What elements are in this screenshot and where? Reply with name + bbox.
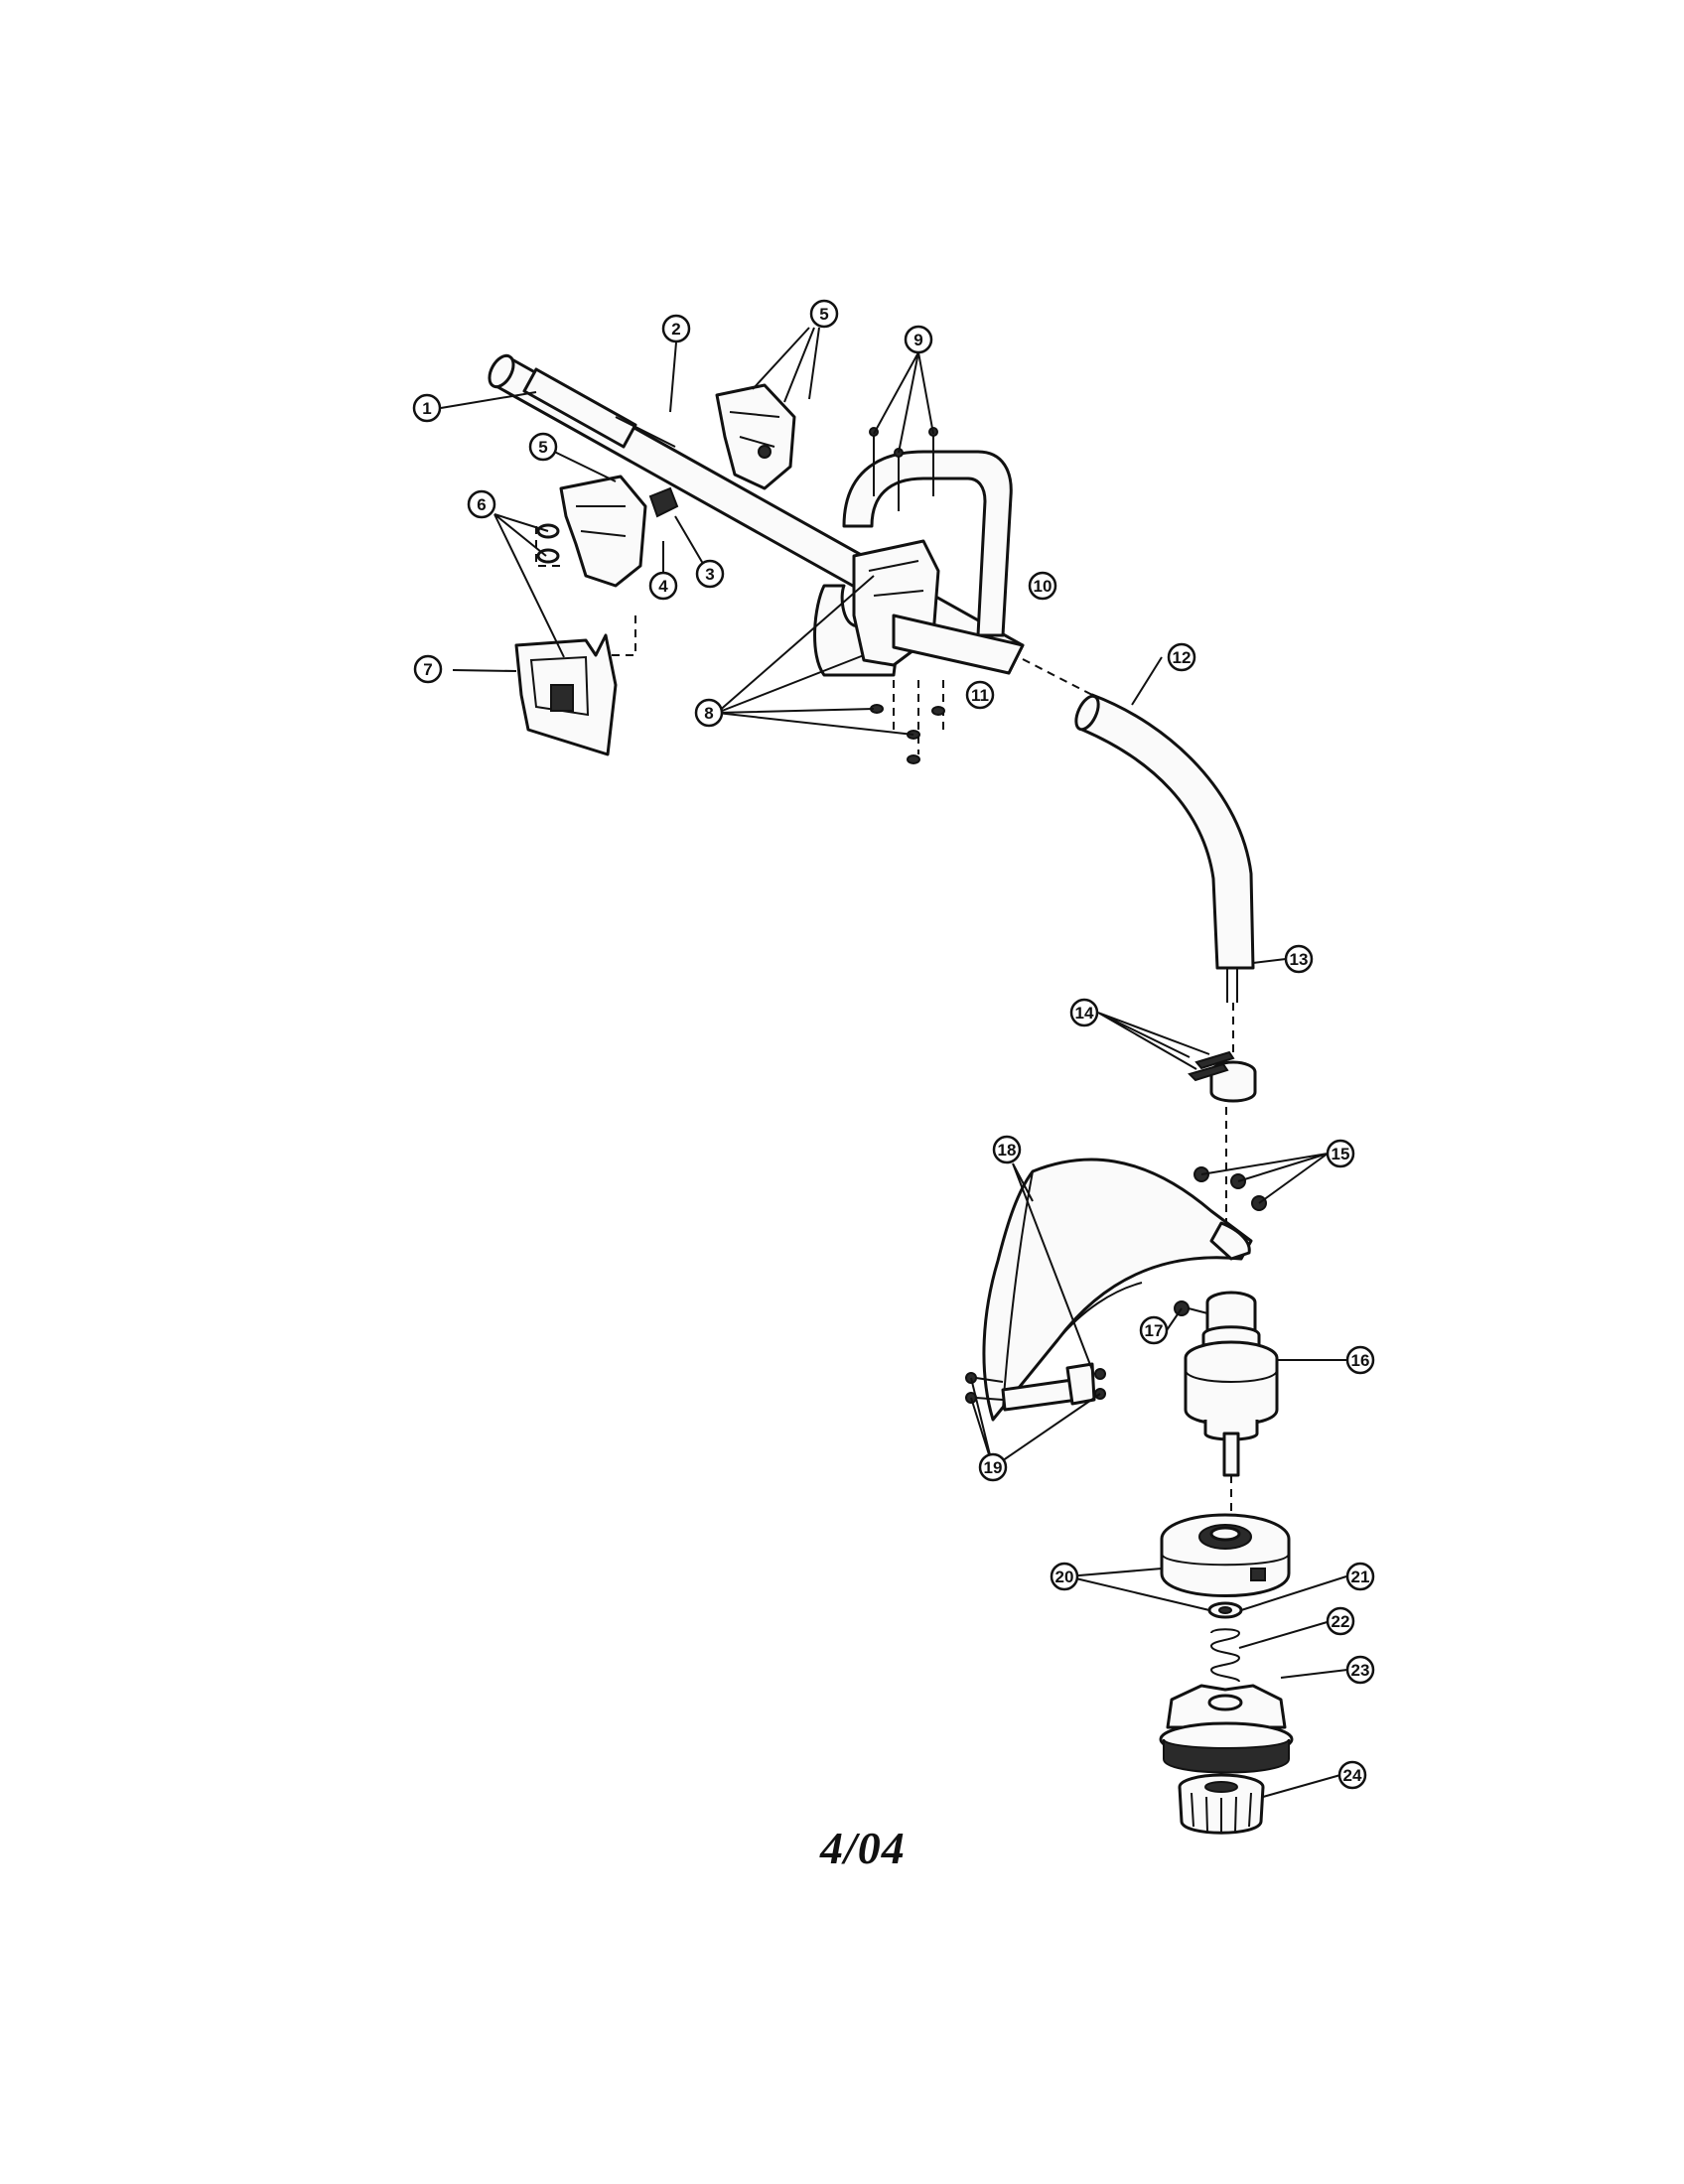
callout-label: 15 xyxy=(1332,1145,1350,1163)
callout-label: 7 xyxy=(423,660,432,679)
callout-3: 3 xyxy=(695,559,725,589)
callout-label: 11 xyxy=(971,686,989,705)
shaft-alignment-line xyxy=(1022,658,1093,696)
callout-label: 8 xyxy=(704,704,713,723)
callout-17: 17 xyxy=(1139,1315,1169,1345)
callout-9: 9 xyxy=(904,325,933,354)
leader-lines xyxy=(440,327,1348,1798)
callout-label: 18 xyxy=(998,1141,1017,1160)
callout-label: 5 xyxy=(819,305,828,324)
callout-10: 10 xyxy=(1028,571,1057,601)
bump-knob xyxy=(1178,1773,1265,1835)
callout-label: 23 xyxy=(1351,1661,1370,1680)
spool-washer xyxy=(1207,1601,1243,1619)
loop-handle xyxy=(813,450,1025,677)
revision-date: 4/04 xyxy=(820,1823,906,1873)
shaft-clamp xyxy=(1188,1003,1257,1103)
callout-label: 4 xyxy=(658,577,668,596)
callout-14: 14 xyxy=(1069,998,1099,1027)
callout-label: 2 xyxy=(671,320,680,339)
callout-label: 16 xyxy=(1351,1351,1370,1370)
callout-label: 13 xyxy=(1290,950,1309,969)
spool-housing xyxy=(1160,1513,1291,1597)
handle-nuts xyxy=(870,680,945,764)
callout-label: 21 xyxy=(1351,1568,1370,1586)
line-spool xyxy=(1159,1684,1294,1774)
callout-5-top: 5 xyxy=(809,299,839,329)
throttle-housing xyxy=(559,475,679,588)
callout-18: 18 xyxy=(992,1135,1022,1164)
callout-11: 11 xyxy=(965,680,995,710)
callout-label: 9 xyxy=(913,331,922,349)
callout-4: 4 xyxy=(648,571,678,601)
callout-label: 3 xyxy=(705,565,714,584)
spool-spring xyxy=(1209,1628,1241,1683)
callout-13: 13 xyxy=(1284,944,1314,974)
lower-shaft xyxy=(1074,693,1255,1003)
callout-15: 15 xyxy=(1326,1139,1355,1168)
callout-label: 5 xyxy=(538,438,547,457)
callout-5-left: 5 xyxy=(528,432,558,462)
trigger-bracket xyxy=(514,615,636,756)
callout-1: 1 xyxy=(412,393,442,423)
callout-label: 14 xyxy=(1075,1004,1094,1023)
gear-head-screw xyxy=(1174,1300,1212,1316)
callout-label: 6 xyxy=(477,495,486,514)
callout-label: 17 xyxy=(1145,1321,1164,1340)
callout-20: 20 xyxy=(1050,1562,1079,1591)
callout-label: 19 xyxy=(984,1458,1003,1477)
callout-21: 21 xyxy=(1345,1562,1375,1591)
callout-23: 23 xyxy=(1345,1655,1375,1685)
callout-label: 10 xyxy=(1034,577,1052,596)
callout-22: 22 xyxy=(1326,1606,1355,1636)
callout-2: 2 xyxy=(661,314,691,343)
callout-19: 19 xyxy=(978,1452,1008,1482)
callout-7: 7 xyxy=(413,654,443,684)
upper-housing xyxy=(715,383,796,490)
callout-label: 20 xyxy=(1055,1568,1074,1586)
callout-label: 24 xyxy=(1343,1766,1362,1785)
callout-8: 8 xyxy=(694,698,724,728)
callout-label: 22 xyxy=(1332,1612,1350,1631)
washers xyxy=(535,523,566,567)
gear-head xyxy=(1184,1291,1279,1519)
callout-24: 24 xyxy=(1337,1760,1367,1790)
callout-6: 6 xyxy=(467,489,496,519)
grass-shield xyxy=(982,1158,1253,1422)
callout-label: 12 xyxy=(1173,648,1192,667)
callout-16: 16 xyxy=(1345,1345,1375,1375)
callout-label: 1 xyxy=(422,399,431,418)
callout-12: 12 xyxy=(1167,642,1196,672)
